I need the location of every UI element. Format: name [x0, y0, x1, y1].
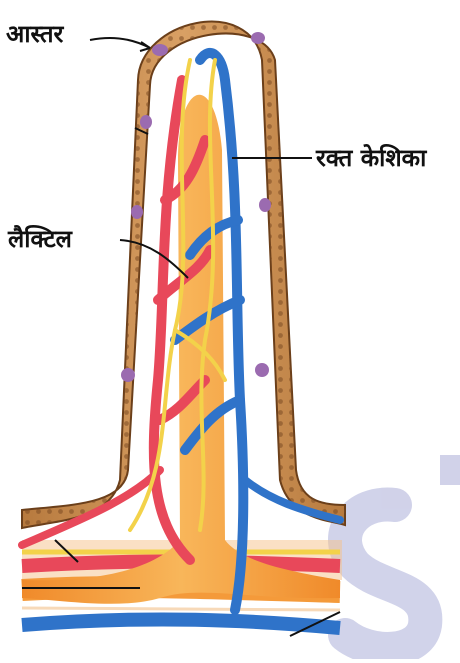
goblet-cell: [131, 205, 143, 219]
goblet-cell: [251, 32, 265, 44]
goblet-cell: [255, 363, 269, 377]
watermark: [345, 470, 460, 649]
label-epithelium: आस्तर: [6, 22, 63, 46]
goblet-cell: [121, 368, 135, 382]
label-lacteal: लैक्टिल: [8, 227, 72, 251]
goblet-cell: [152, 44, 168, 56]
label-capillary: रक्त केशिका: [316, 146, 426, 170]
goblet-cell: [259, 198, 271, 212]
goblet-cell: [140, 115, 152, 129]
